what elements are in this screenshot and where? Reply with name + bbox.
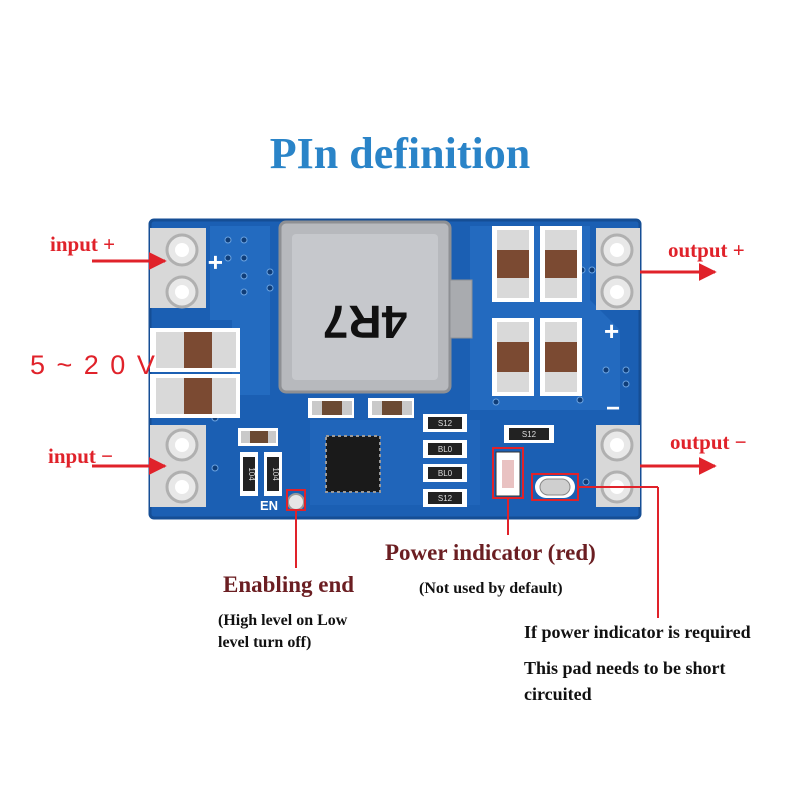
note-power-indicator: (Not used by default) xyxy=(419,580,563,597)
board-minus-mark-right: − xyxy=(606,395,620,422)
label-input-plus: input + xyxy=(50,232,116,256)
svg-text:104: 104 xyxy=(271,467,280,481)
svg-text:S12: S12 xyxy=(522,430,537,439)
input-plus-pads xyxy=(150,228,206,309)
label-enabling-end: Enabling end xyxy=(223,572,355,597)
input-capacitors xyxy=(150,328,240,418)
label-input-minus: input − xyxy=(48,444,114,468)
small-capacitors xyxy=(238,398,414,446)
svg-text:S12: S12 xyxy=(438,419,453,428)
resistors: 104 104 S12 BL0 BL0 S12 S12 xyxy=(240,414,554,507)
note-enabling-line-1: (High level on Low xyxy=(218,612,348,629)
board-plus-mark-right: + xyxy=(604,316,619,346)
inductor: 4R7 xyxy=(278,220,473,394)
svg-text:104: 104 xyxy=(247,467,256,481)
svg-text:BL0: BL0 xyxy=(438,469,453,478)
svg-text:S12: S12 xyxy=(438,494,453,503)
output-plus-pads xyxy=(596,228,640,310)
en-label: EN xyxy=(260,498,278,513)
label-power-indicator: Power indicator (red) xyxy=(385,540,596,565)
indicator-jumper-pad xyxy=(535,476,575,498)
power-led xyxy=(495,451,521,497)
label-output-minus: output − xyxy=(670,430,747,454)
converter-ic xyxy=(325,435,381,493)
note-pad-line-3: circuited xyxy=(524,684,592,704)
inductor-marking: 4R7 xyxy=(323,296,407,348)
page-title: PIn definition xyxy=(269,129,531,178)
output-capacitors xyxy=(492,226,582,396)
board-plus-mark-left: + xyxy=(200,255,230,270)
note-pad-line-1: If power indicator is required xyxy=(524,622,751,642)
svg-text:BL0: BL0 xyxy=(438,445,453,454)
note-enabling-line-2: level turn off) xyxy=(218,634,312,651)
callout-lines xyxy=(286,447,659,618)
note-pad-line-2: This pad needs to be short xyxy=(524,658,726,678)
label-output-plus: output + xyxy=(668,238,745,262)
label-voltage-range: 5 ~ 2 0 V xyxy=(30,350,157,380)
output-minus-pads xyxy=(596,425,640,507)
